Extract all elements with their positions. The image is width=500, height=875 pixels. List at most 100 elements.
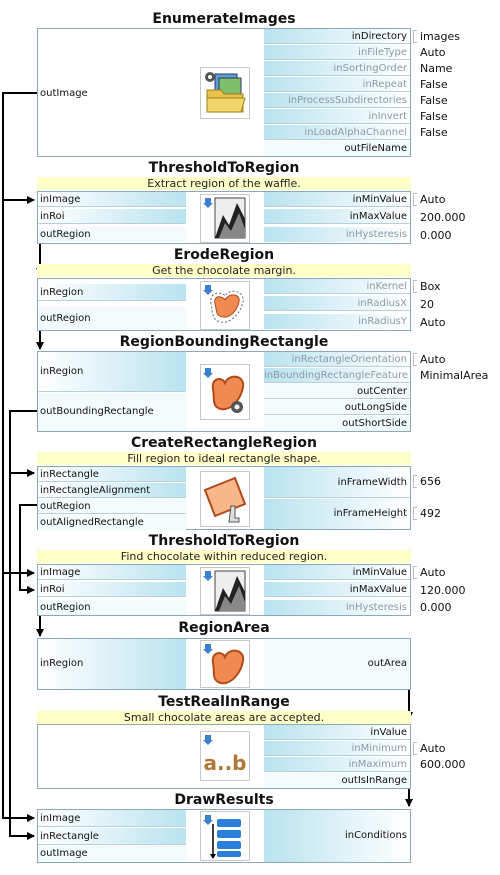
value-in-frame-width[interactable]: 656 xyxy=(420,475,441,488)
port-out-short-side[interactable]: outShortSide xyxy=(264,416,410,431)
port-in-image[interactable]: inImage xyxy=(38,565,186,580)
port-out-region[interactable]: outRegion xyxy=(38,499,186,514)
value-in-min-value[interactable]: Auto xyxy=(420,566,446,579)
value-in-kernel[interactable]: Box xyxy=(420,280,441,293)
filter-block-erode-region[interactable]: inRegion outRegion inKernel inRadiusX in… xyxy=(37,278,411,331)
filter-title-erode-region: ErodeRegion xyxy=(173,247,275,263)
port-in-rectangle-alignment[interactable]: inRectangleAlignment xyxy=(38,483,186,498)
filter-block-threshold-to-region-1[interactable]: inImage inRoi outRegion inMinValue inMax… xyxy=(37,191,411,244)
param-in-min-value[interactable]: inMinValue xyxy=(264,192,410,207)
value-in-frame-height[interactable]: 492 xyxy=(420,507,441,520)
filter-block-draw-results[interactable]: inImage inRectangle outImage inCondition… xyxy=(37,809,411,863)
param-in-maximum[interactable]: inMaximum xyxy=(264,757,410,772)
port-in-region[interactable]: inRegion xyxy=(38,284,186,301)
param-in-max-value[interactable]: inMaxValue xyxy=(264,582,410,597)
port-out-region[interactable]: outRegion xyxy=(38,600,186,615)
port-out-region[interactable]: outRegion xyxy=(38,307,186,330)
filter-comment-threshold-1: Extract region of the waffle. xyxy=(37,177,411,190)
filter-block-create-rectangle-region[interactable]: inRectangle inRectangleAlignment outRegi… xyxy=(37,466,411,530)
port-out-center[interactable]: outCenter xyxy=(264,384,410,399)
port-out-image[interactable]: outImage xyxy=(38,846,186,862)
port-out-aligned-rectangle[interactable]: outAlignedRectangle xyxy=(38,515,186,530)
input-area: inRectangle inRectangleAlignment outRegi… xyxy=(38,467,186,530)
param-in-kernel[interactable]: inKernel xyxy=(264,279,410,294)
param-in-max-value[interactable]: inMaxValue xyxy=(264,209,410,224)
wire-outimage-to-threshold2 xyxy=(2,200,35,577)
param-in-process-subdirectories[interactable]: inProcessSubdirectories xyxy=(264,93,410,108)
value-in-load-alpha-channel[interactable]: False xyxy=(420,126,448,139)
param-in-file-type[interactable]: inFileType xyxy=(264,45,410,60)
value-in-invert[interactable]: False xyxy=(420,110,448,123)
port-in-region[interactable]: inRegion xyxy=(38,352,186,392)
input-area: inImage inRoi outRegion xyxy=(38,565,186,615)
port-out-file-name[interactable]: outFileName xyxy=(264,141,410,156)
value-in-maximum[interactable]: 600.000 xyxy=(420,758,466,771)
value-in-directory[interactable]: images xyxy=(420,30,460,43)
input-area xyxy=(38,725,186,788)
filter-block-test-real-in-range[interactable]: inValue inMinimum inMaximum outIsInRange… xyxy=(37,724,411,789)
param-in-hysteresis[interactable]: inHysteresis xyxy=(264,600,410,615)
port-out-region[interactable]: outRegion xyxy=(38,227,186,242)
parameter-area: inValue inMinimum inMaximum outIsInRange xyxy=(264,725,410,788)
port-in-roi[interactable]: inRoi xyxy=(38,209,186,224)
param-in-frame-height[interactable]: inFrameHeight xyxy=(264,499,410,529)
filter-block-threshold-to-region-2[interactable]: inImage inRoi outRegion inMinValue inMax… xyxy=(37,564,411,616)
value-in-hysteresis[interactable]: 0.000 xyxy=(420,601,452,614)
value-in-repeat[interactable]: False xyxy=(420,78,448,91)
param-in-sorting-order[interactable]: inSortingOrder xyxy=(264,61,410,76)
wire-bounding-to-create xyxy=(9,410,37,477)
filter-comment-erode: Get the chocolate margin. xyxy=(37,264,411,277)
value-in-minimum[interactable]: Auto xyxy=(420,742,446,755)
param-in-minimum[interactable]: inMinimum xyxy=(264,741,410,756)
port-in-rectangle[interactable]: inRectangle xyxy=(38,467,186,482)
input-area: inRegion outBoundingRectangle xyxy=(38,352,186,431)
value-in-process-subdirectories[interactable]: False xyxy=(420,94,448,107)
port-in-image[interactable]: inImage xyxy=(38,192,186,207)
param-in-hysteresis[interactable]: inHysteresis xyxy=(264,227,410,242)
value-in-radius-x[interactable]: 20 xyxy=(420,298,434,311)
filter-title-enumerate-images: EnumerateImages xyxy=(152,11,296,27)
port-out-area[interactable]: outArea xyxy=(264,639,410,689)
range-icon-label: a..b xyxy=(203,751,246,775)
filter-comment-threshold-2: Find chocolate within reduced region. xyxy=(37,550,411,563)
input-area: inRegion outRegion xyxy=(38,279,186,330)
wire-outimage-to-drawresults xyxy=(2,573,35,822)
port-in-image[interactable]: inImage xyxy=(38,810,186,827)
port-out-is-in-range[interactable]: outIsInRange xyxy=(264,773,410,788)
port-in-value[interactable]: inValue xyxy=(264,725,410,740)
value-in-sorting-order[interactable]: Name xyxy=(420,62,453,75)
port-in-region[interactable]: inRegion xyxy=(38,639,186,689)
filter-title-threshold-to-region-1: ThresholdToRegion xyxy=(148,160,300,176)
param-in-radius-x[interactable]: inRadiusX xyxy=(264,296,410,311)
param-in-radius-y[interactable]: inRadiusY xyxy=(264,314,410,329)
port-out-image[interactable]: outImage xyxy=(40,88,88,99)
param-in-frame-width[interactable]: inFrameWidth xyxy=(264,467,410,498)
value-in-max-value[interactable]: 120.000 xyxy=(420,584,466,597)
value-in-radius-y[interactable]: Auto xyxy=(420,316,446,329)
value-in-rectangle-orientation[interactable]: Auto xyxy=(420,353,446,366)
filter-block-region-area[interactable]: inRegion outArea xyxy=(37,638,411,690)
param-in-repeat[interactable]: inRepeat xyxy=(264,77,410,92)
filter-block-enumerate-images[interactable]: outImage inDirectory inFileType inSortin… xyxy=(37,28,411,157)
port-in-roi[interactable]: inRoi xyxy=(38,582,186,597)
erode-region-icon xyxy=(200,281,250,330)
port-in-conditions[interactable]: inConditions xyxy=(264,810,410,862)
param-in-rectangle-orientation[interactable]: inRectangleOrientation xyxy=(264,352,410,367)
value-in-hysteresis[interactable]: 0.000 xyxy=(420,229,452,242)
param-in-invert[interactable]: inInvert xyxy=(264,109,410,124)
value-in-bounding-rectangle-feature[interactable]: MinimalArea xyxy=(420,369,489,382)
param-in-directory[interactable]: inDirectory xyxy=(264,29,410,44)
value-in-file-type[interactable]: Auto xyxy=(420,46,446,59)
filter-block-region-bounding-rectangle[interactable]: inRegion outBoundingRectangle inRectangl… xyxy=(37,351,411,432)
value-in-max-value[interactable]: 200.000 xyxy=(420,211,466,224)
param-in-min-value[interactable]: inMinValue xyxy=(264,565,410,580)
threshold-icon xyxy=(200,194,250,243)
parameter-area: inMinValue inMaxValue inHysteresis xyxy=(264,192,410,243)
wire-bounding-to-drawresults xyxy=(9,473,35,840)
param-in-bounding-rectangle-feature[interactable]: inBoundingRectangleFeature xyxy=(264,368,410,383)
value-in-min-value[interactable]: Auto xyxy=(420,193,446,206)
param-in-load-alpha-channel[interactable]: inLoadAlphaChannel xyxy=(264,125,410,140)
port-out-long-side[interactable]: outLongSide xyxy=(264,400,410,415)
port-in-rectangle[interactable]: inRectangle xyxy=(38,828,186,845)
port-out-bounding-rectangle[interactable]: outBoundingRectangle xyxy=(38,393,186,431)
